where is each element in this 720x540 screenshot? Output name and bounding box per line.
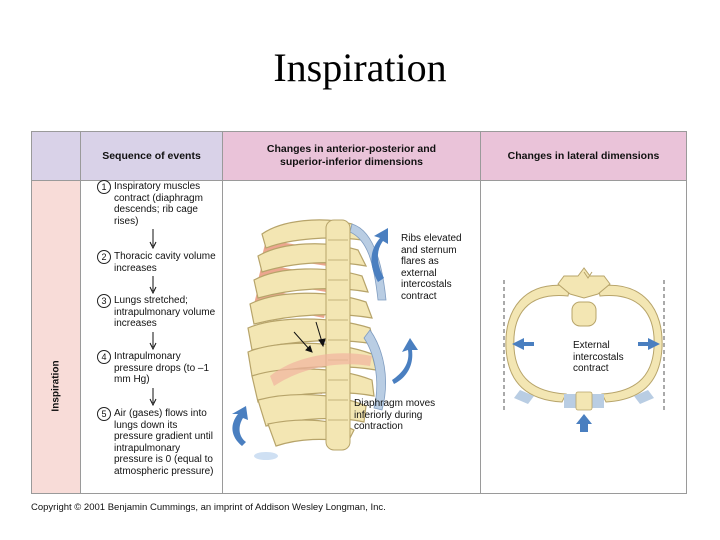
column-divider xyxy=(222,132,223,493)
step-5: 5 Air (gases) flows into lungs down its … xyxy=(97,407,219,478)
down-arrow-icon xyxy=(149,332,157,350)
step-number: 2 xyxy=(97,250,111,264)
header-corner xyxy=(32,132,80,180)
costal-cartilage xyxy=(349,223,387,411)
pointer-arrows xyxy=(293,321,326,353)
down-arrow-icon xyxy=(149,276,157,294)
step-number: 5 xyxy=(97,407,111,421)
header-anterior-posterior: Changes in anterior-posterior and superi… xyxy=(222,132,480,180)
lateral-ribcage-illustration xyxy=(503,267,665,432)
header-lateral: Changes in lateral dimensions xyxy=(480,132,686,180)
row-label-band: Inspiration xyxy=(32,181,80,493)
diaphragm xyxy=(270,353,372,386)
step-4: 4 Intrapulmonary pressure drops (to –1 m… xyxy=(97,350,219,386)
down-arrow-icon xyxy=(149,229,157,249)
header-ap-text: Changes in anterior-posterior and superi… xyxy=(266,143,437,168)
column-divider xyxy=(80,132,81,493)
step-text: Air (gases) flows into lungs down its pr… xyxy=(114,408,214,477)
step-3: 3 Lungs stretched; intrapulmonary volume… xyxy=(97,294,219,330)
step-1: 1 Inspiratory muscles contract (diaphrag… xyxy=(97,180,219,227)
step-number: 3 xyxy=(97,294,111,308)
step-number: 4 xyxy=(97,350,111,364)
spine xyxy=(325,219,351,451)
step-text: Inspiratory muscles contract (diaphragm … xyxy=(114,181,203,227)
diaphragm-label: Diaphragm moves inferiorly during contra… xyxy=(354,398,436,433)
figure-table: Sequence of events Changes in anterior-p… xyxy=(31,131,687,494)
slide-title: Inspiration xyxy=(273,45,447,90)
row-label: Inspiration xyxy=(50,360,62,412)
ribs-elevated-label: Ribs elevated and sternum flares as exte… xyxy=(401,233,462,302)
ribcage-illustration xyxy=(232,219,418,460)
header-divider xyxy=(32,180,686,181)
column-divider xyxy=(480,132,481,493)
header-sequence: Sequence of events xyxy=(80,132,222,180)
step-text: Lungs stretched; intrapulmonary volume i… xyxy=(114,295,216,330)
down-arrow-icon xyxy=(149,388,157,406)
external-intercostals-label: External intercostals contract xyxy=(573,340,624,375)
step-2: 2 Thoracic cavity volume increases xyxy=(97,250,219,274)
step-text: Intrapulmonary pressure drops (to –1 mm … xyxy=(114,351,210,386)
blue-curved-arrows xyxy=(232,228,418,460)
step-number: 1 xyxy=(97,180,111,194)
copyright-text: Copyright © 2001 Benjamin Cummings, an i… xyxy=(31,502,386,513)
step-text: Thoracic cavity volume increases xyxy=(114,251,216,274)
